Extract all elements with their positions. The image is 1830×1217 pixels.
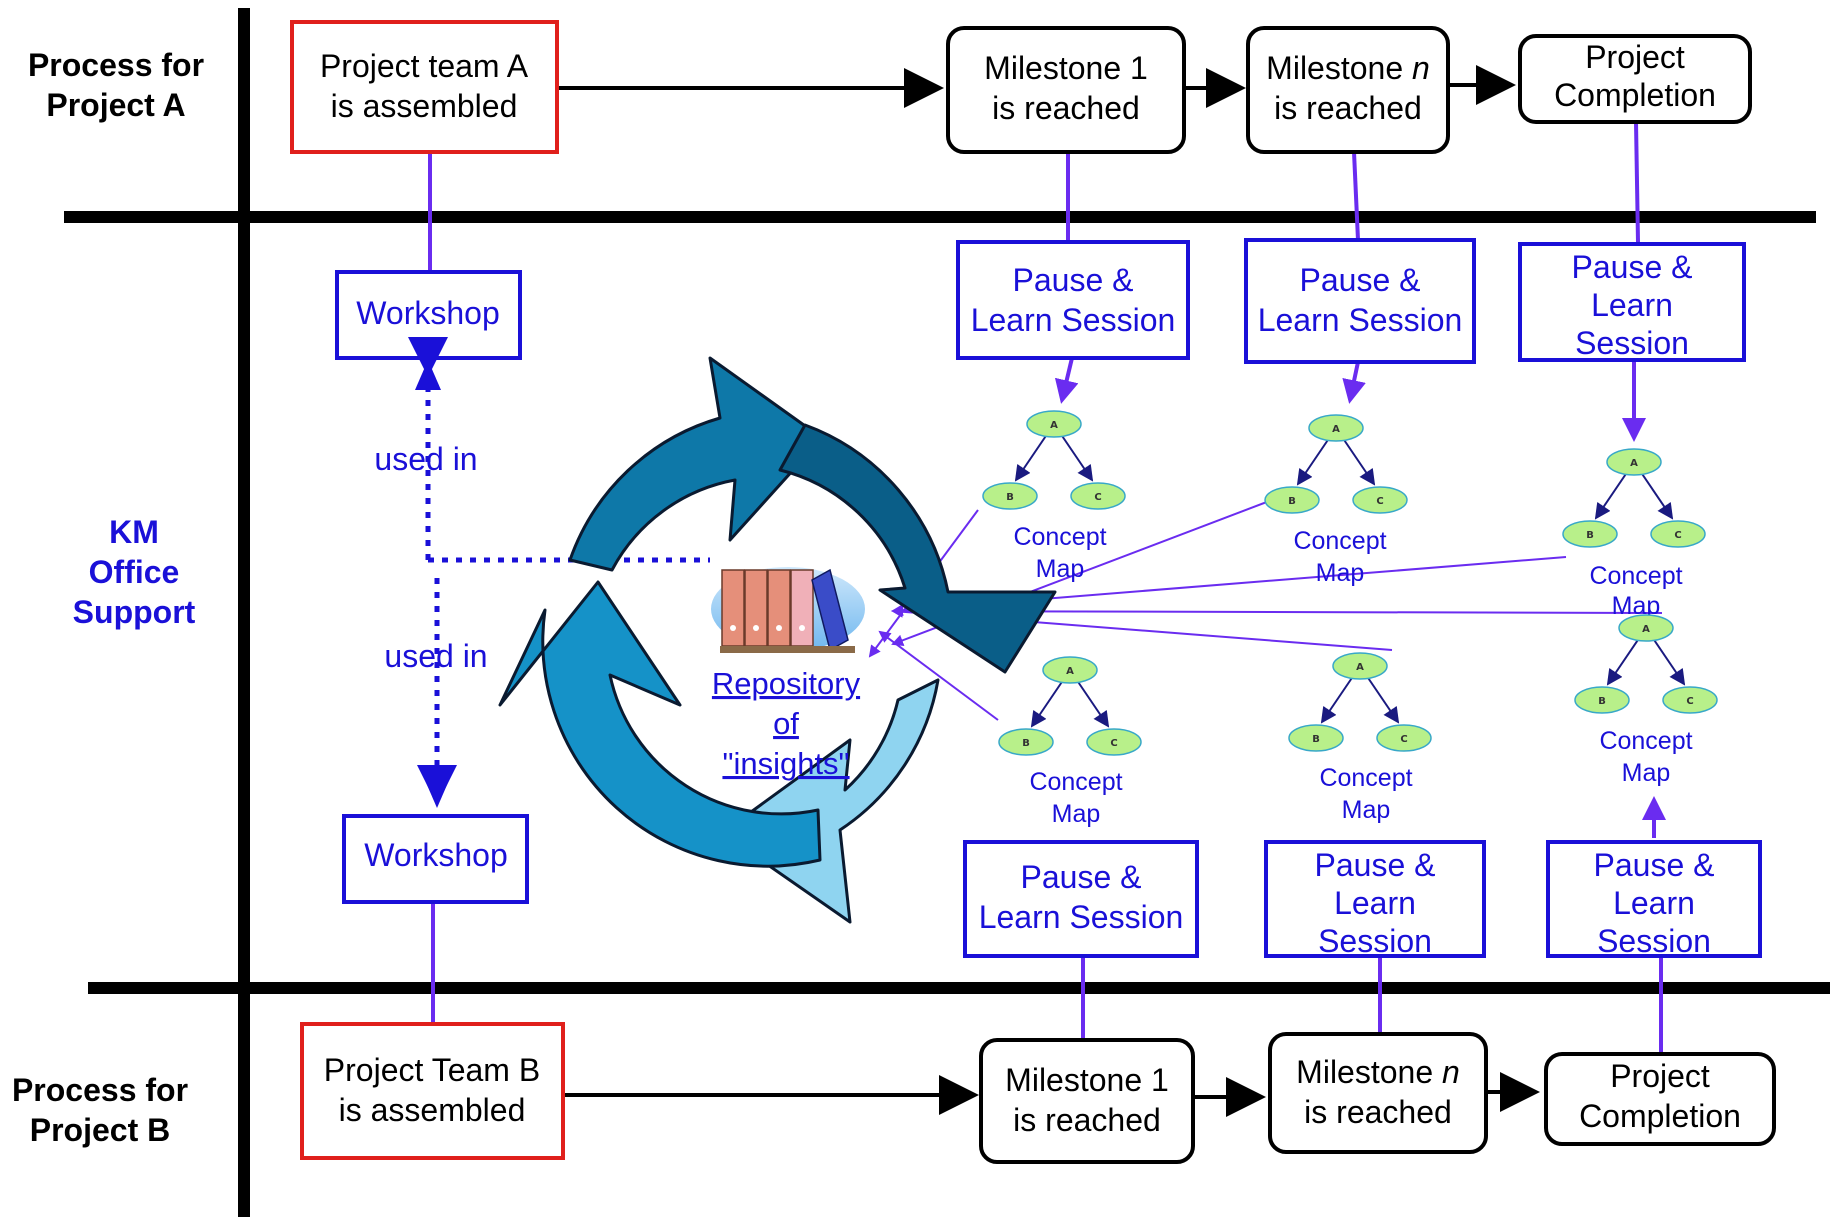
concept-map-icon xyxy=(983,411,1125,509)
concept-map-icon xyxy=(1563,449,1705,547)
pause-learn-session-a1: Pause & Learn Session xyxy=(956,240,1190,360)
svg-text:Workshop: Workshop xyxy=(364,837,507,873)
project-b-milestone-1: Milestone 1 is reached xyxy=(979,1038,1195,1164)
svg-text:Learn: Learn xyxy=(1613,885,1695,921)
svg-text:Repository: Repository xyxy=(712,666,861,701)
svg-text:Office: Office xyxy=(89,554,180,590)
svg-text:Process for: Process for xyxy=(28,47,204,83)
svg-text:Map: Map xyxy=(1342,796,1391,824)
svg-text:Support: Support xyxy=(73,594,196,630)
project-a-flow-arrows xyxy=(559,65,1516,108)
pause-learn-session-bn: Pause & Learn Session xyxy=(1264,840,1486,959)
svg-text:is reached: is reached xyxy=(1013,1102,1161,1138)
svg-text:Map: Map xyxy=(1316,559,1365,587)
svg-text:"insights": "insights" xyxy=(722,746,849,781)
svg-text:Concept: Concept xyxy=(1319,764,1412,792)
pause-learn-session-an: Pause & Learn Session xyxy=(1244,238,1476,364)
svg-text:is reached: is reached xyxy=(1304,1094,1452,1130)
svg-text:Session: Session xyxy=(1597,923,1711,959)
svg-text:is assembled: is assembled xyxy=(339,1092,526,1128)
svg-text:Process for: Process for xyxy=(12,1072,188,1108)
concept-map-ac: Concept Map xyxy=(1563,449,1705,620)
concept-map-b1: Concept Map xyxy=(999,657,1141,828)
lane-label-project-b: Process for Project B xyxy=(12,1072,188,1148)
svg-text:Map: Map xyxy=(1036,555,1085,583)
concept-map-bc: Concept Map xyxy=(1575,615,1717,787)
vertical-connectors xyxy=(428,121,1663,1052)
svg-text:KM: KM xyxy=(109,514,159,550)
svg-text:Project A: Project A xyxy=(46,87,185,123)
project-a-milestone-n: Milestone n is reached xyxy=(1246,26,1450,154)
svg-text:Map: Map xyxy=(1622,759,1671,787)
svg-text:Workshop: Workshop xyxy=(356,295,499,331)
project-b-completion: Project Completion xyxy=(1544,1052,1776,1146)
svg-text:Session: Session xyxy=(1318,923,1432,959)
project-a-completion: Project Completion xyxy=(1518,34,1752,124)
concept-map-icon xyxy=(1265,415,1407,513)
workshop-bottom: Workshop xyxy=(342,814,529,904)
svg-text:is reached: is reached xyxy=(992,90,1140,126)
svg-text:Pause &: Pause & xyxy=(1594,847,1715,883)
svg-text:Learn Session: Learn Session xyxy=(979,899,1184,935)
lane-label-km-office: KM Office Support xyxy=(73,514,196,630)
concept-map-bn: Concept Map xyxy=(1289,653,1431,824)
pause-learn-session-ac: Pause & Learn Session xyxy=(1518,242,1746,362)
svg-text:Project: Project xyxy=(1585,39,1685,75)
used-in-label-bottom: used in xyxy=(384,638,487,674)
workshop-top: Workshop xyxy=(335,270,522,360)
project-b-milestone-n: Milestone n is reached xyxy=(1268,1032,1488,1154)
project-a-team-box: Project team A is assembled xyxy=(290,20,559,154)
svg-text:Project Team B: Project Team B xyxy=(324,1052,540,1088)
svg-text:is assembled: is assembled xyxy=(331,88,518,124)
project-b-flow-arrows xyxy=(564,1072,1540,1117)
pause-learn-session-bc: Pause & Learn Session xyxy=(1546,840,1762,959)
lane-label-project-a: Process for Project A xyxy=(28,47,204,123)
concept-map-a1: Concept Map xyxy=(983,411,1125,583)
svg-text:Concept: Concept xyxy=(1013,523,1106,551)
svg-text:of: of xyxy=(773,706,799,741)
svg-text:Concept: Concept xyxy=(1589,562,1682,590)
concept-map-icon xyxy=(1289,653,1431,751)
svg-text:Milestone n: Milestone n xyxy=(1266,50,1430,86)
svg-text:Session: Session xyxy=(1575,325,1689,361)
svg-text:Pause &: Pause & xyxy=(1300,262,1421,298)
used-in-arrowhead-up xyxy=(415,360,441,390)
used-in-arrowhead-down xyxy=(424,778,450,808)
used-in-label-top: used in xyxy=(374,441,477,477)
project-b-team-box: Project Team B is assembled xyxy=(300,1022,565,1160)
svg-text:Learn: Learn xyxy=(1334,885,1416,921)
arrow-session-a1-to-map xyxy=(1054,357,1079,404)
cycle-arrows-icon xyxy=(498,356,1057,924)
svg-text:Learn: Learn xyxy=(1591,287,1673,323)
concept-map-icon xyxy=(999,657,1141,755)
svg-text:Concept: Concept xyxy=(1029,768,1122,796)
concept-map-icon xyxy=(1575,615,1717,713)
svg-text:Pause &: Pause & xyxy=(1021,859,1142,895)
svg-text:Completion: Completion xyxy=(1554,77,1716,113)
svg-text:Map: Map xyxy=(1052,800,1101,828)
svg-text:is reached: is reached xyxy=(1274,90,1422,126)
svg-text:Pause &: Pause & xyxy=(1572,249,1693,285)
svg-text:Concept: Concept xyxy=(1599,727,1692,755)
pause-learn-session-b1: Pause & Learn Session xyxy=(963,840,1199,958)
svg-text:Milestone n: Milestone n xyxy=(1296,1054,1460,1090)
binders-shelf-icon xyxy=(711,567,865,653)
svg-text:Learn Session: Learn Session xyxy=(971,302,1176,338)
svg-text:Project B: Project B xyxy=(30,1112,170,1148)
svg-text:Project team A: Project team A xyxy=(320,48,529,84)
svg-text:Pause &: Pause & xyxy=(1315,847,1436,883)
svg-text:Project: Project xyxy=(1610,1058,1710,1094)
concept-map-an: Concept Map xyxy=(1265,415,1407,587)
svg-text:Milestone 1: Milestone 1 xyxy=(1005,1062,1169,1098)
svg-text:Concept: Concept xyxy=(1293,527,1386,555)
svg-text:Completion: Completion xyxy=(1579,1098,1741,1134)
svg-text:Milestone 1: Milestone 1 xyxy=(984,50,1148,86)
arrow-session-an-to-map xyxy=(1342,361,1366,404)
repository-link[interactable]: Repository of "insights" xyxy=(712,666,861,781)
svg-text:Learn Session: Learn Session xyxy=(1258,302,1463,338)
project-a-milestone-1: Milestone 1 is reached xyxy=(946,26,1186,154)
svg-text:Pause &: Pause & xyxy=(1013,262,1134,298)
